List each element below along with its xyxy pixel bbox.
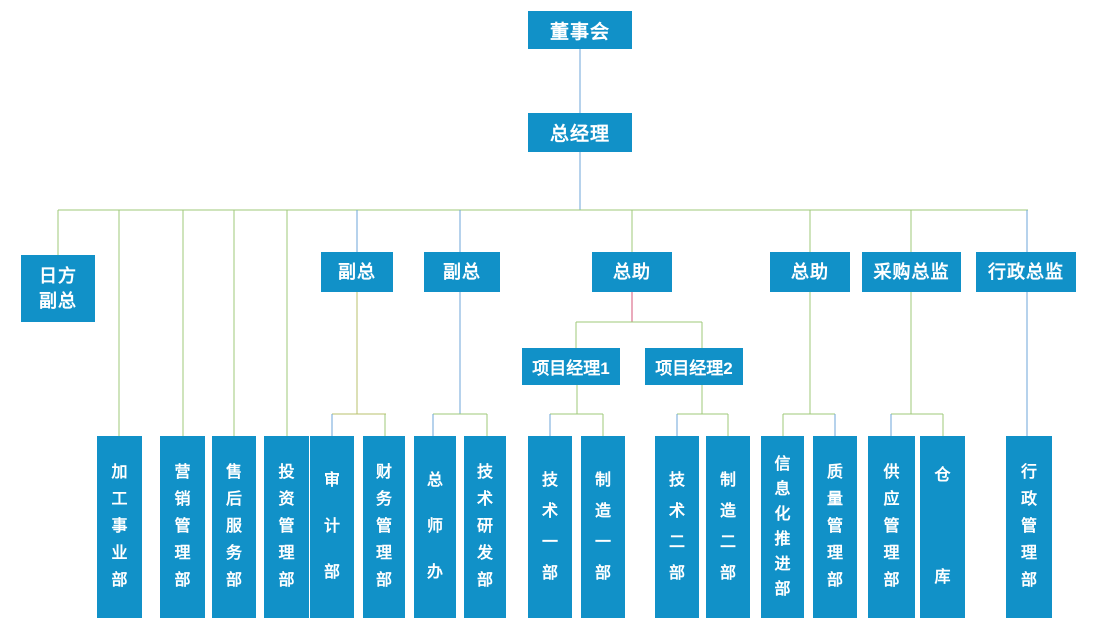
org-node-dept-chief-engineer-office: 总师办 <box>414 436 456 618</box>
org-node-dept-admin-management: 行政管理部 <box>1006 436 1052 618</box>
org-node-dept-warehouse: 仓库 <box>920 436 965 618</box>
org-node-dept-supply-management: 供应管理部 <box>868 436 915 618</box>
org-node-vice-gm-1: 副总 <box>321 252 393 292</box>
org-node-dept-marketing-management: 营销管理部 <box>160 436 205 618</box>
org-node-gm-assistant-1: 总助 <box>592 252 672 292</box>
org-node-gm-assistant-2: 总助 <box>770 252 850 292</box>
org-node-dept-finance-management: 财务管理部 <box>363 436 405 618</box>
org-node-dept-manufacturing-2: 制造二部 <box>706 436 750 618</box>
org-node-board: 董事会 <box>528 11 632 49</box>
org-node-dept-investment-management: 投资管理部 <box>264 436 309 618</box>
org-node-japan-vice-gm: 日方 副总 <box>21 255 95 322</box>
org-node-dept-audit: 审计部 <box>310 436 354 618</box>
org-node-vice-gm-2: 副总 <box>424 252 500 292</box>
org-node-project-manager-2: 项目经理2 <box>645 348 743 385</box>
org-node-admin-director: 行政总监 <box>976 252 1076 292</box>
org-node-project-manager-1: 项目经理1 <box>522 348 620 385</box>
org-node-dept-technology-2: 技术二部 <box>655 436 699 618</box>
org-node-dept-tech-rnd: 技术研发部 <box>464 436 506 618</box>
org-node-general-manager: 总经理 <box>528 113 632 152</box>
org-node-dept-manufacturing-1: 制造一部 <box>581 436 625 618</box>
org-node-dept-technology-1: 技术一部 <box>528 436 572 618</box>
org-node-purchasing-director: 采购总监 <box>862 252 961 292</box>
org-node-dept-processing-business: 加工事业部 <box>97 436 142 618</box>
org-node-dept-after-sales-service: 售后服务部 <box>212 436 256 618</box>
org-node-dept-informatization: 信息化推进部 <box>761 436 804 618</box>
org-node-dept-quality-management: 质量管理部 <box>813 436 857 618</box>
